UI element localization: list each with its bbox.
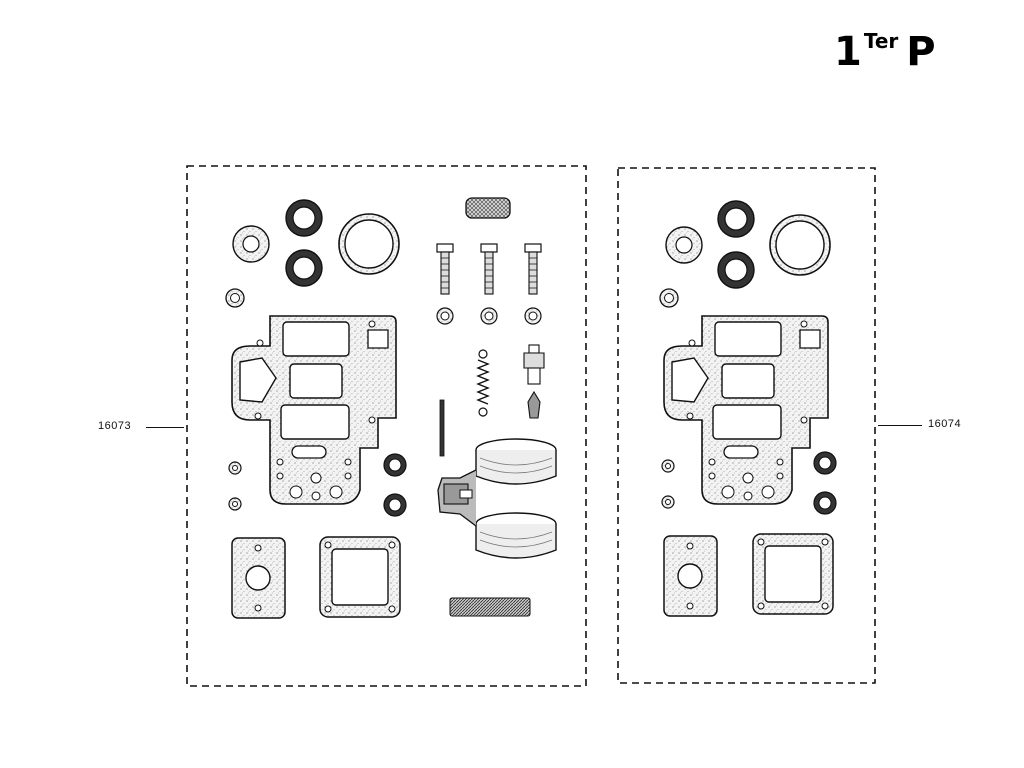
needle-valve-seat-icon — [523, 344, 545, 385]
page-title: 1 Ter P — [834, 22, 984, 72]
leader-line-16073 — [146, 427, 184, 428]
title-number: 1 — [834, 29, 862, 75]
filter-mesh-icon — [465, 197, 511, 219]
filter-strip-icon — [449, 597, 531, 617]
kit-label-16073: 16073 — [98, 420, 132, 432]
float-assembly-icon — [437, 438, 557, 559]
screw-icon — [480, 243, 498, 295]
title-superscript: Ter — [863, 29, 899, 53]
screw-icon — [524, 243, 542, 295]
kit-frame-16074 — [617, 167, 876, 684]
kit-frame-16073 — [186, 165, 587, 687]
float-pin-icon — [439, 399, 445, 457]
title-letter: P — [906, 29, 936, 75]
spring-icon — [476, 349, 490, 417]
screw-icon — [436, 243, 454, 295]
leader-line-16074 — [878, 425, 922, 426]
kit-label-16074: 16074 — [928, 418, 962, 430]
kit-16074-parts — [659, 200, 837, 617]
float-needle-icon — [527, 390, 541, 419]
kit-16073-parts — [225, 197, 557, 619]
